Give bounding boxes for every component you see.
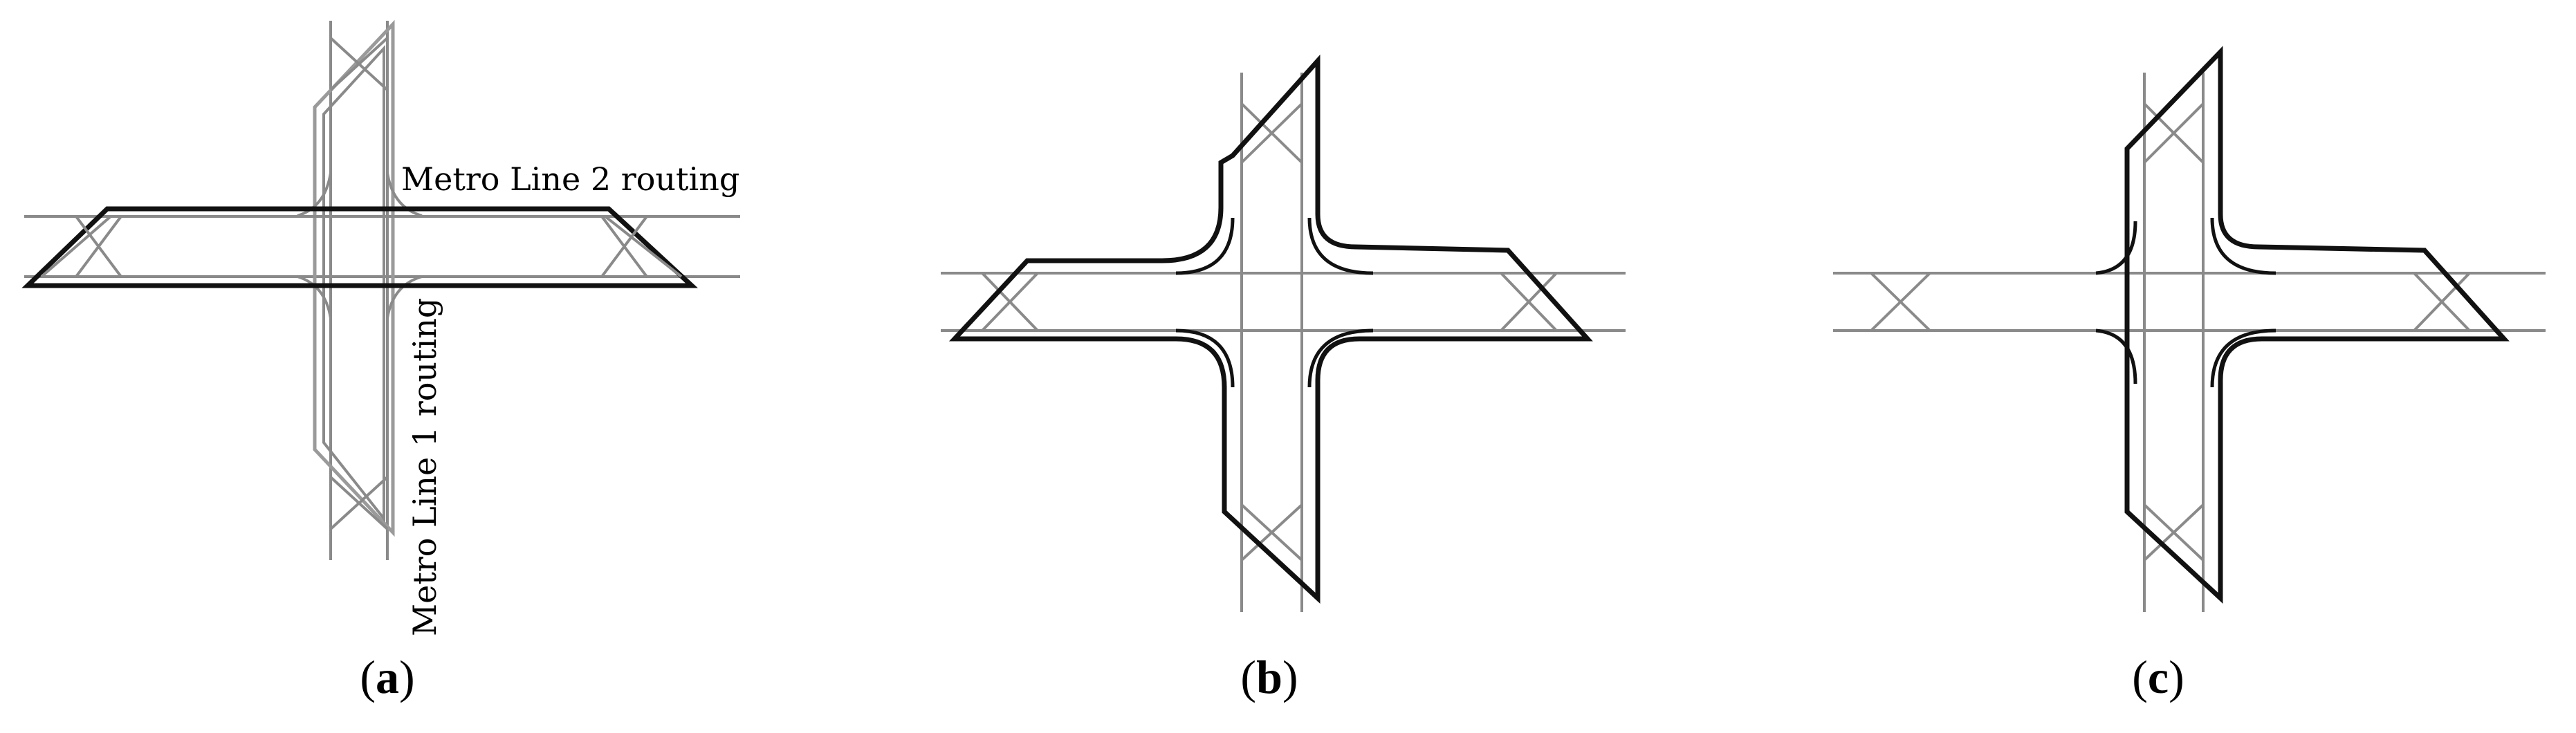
c-arc-br <box>2210 328 2276 388</box>
b-arc-tl <box>1175 217 1235 275</box>
curve-a2 <box>386 172 423 217</box>
b-x-bottom <box>1240 503 1303 562</box>
c-x-bottom <box>2143 503 2205 562</box>
c-arc-bl <box>2095 328 2137 384</box>
line2-x-left <box>75 215 122 278</box>
curve-a3 <box>297 275 332 319</box>
line2-routing-label: Metro Line 2 routing <box>401 160 739 198</box>
c-arc-tl <box>2095 221 2137 275</box>
curve-a4 <box>386 275 423 319</box>
line2-station-inner <box>40 215 683 278</box>
c-arc-tr <box>2210 217 2276 275</box>
c-station-outline <box>2124 46 2510 604</box>
c-x-top <box>2143 102 2205 164</box>
curve-a1 <box>297 172 332 217</box>
line1-station-outline <box>313 19 395 537</box>
caption-c: (c) <box>2132 651 2184 703</box>
b-x-right <box>1500 272 1558 332</box>
line1-x-top <box>329 37 389 91</box>
line2-x-right <box>600 215 648 278</box>
b-x-left <box>981 272 1039 332</box>
line1-station-inner <box>322 44 385 523</box>
c-x-left <box>1870 272 1931 332</box>
line2-station-outline <box>21 206 698 288</box>
caption-b: (b) <box>1240 651 1298 703</box>
line1-x-bottom <box>329 476 389 530</box>
b-station-outline <box>948 54 1593 604</box>
c-x-right <box>2413 272 2471 332</box>
b-x-top <box>1240 102 1303 164</box>
panel-c <box>1833 46 2546 612</box>
line1-routing-label: Metro Line 1 routing <box>406 298 443 636</box>
b-arc-br <box>1307 328 1374 388</box>
panel-b <box>941 54 1626 612</box>
b-arc-bl <box>1175 328 1235 388</box>
panel-a: Metro Line 2 routing Metro Line 1 routin… <box>21 19 740 636</box>
b-arc-tr <box>1307 217 1374 275</box>
caption-a: (a) <box>360 651 415 703</box>
